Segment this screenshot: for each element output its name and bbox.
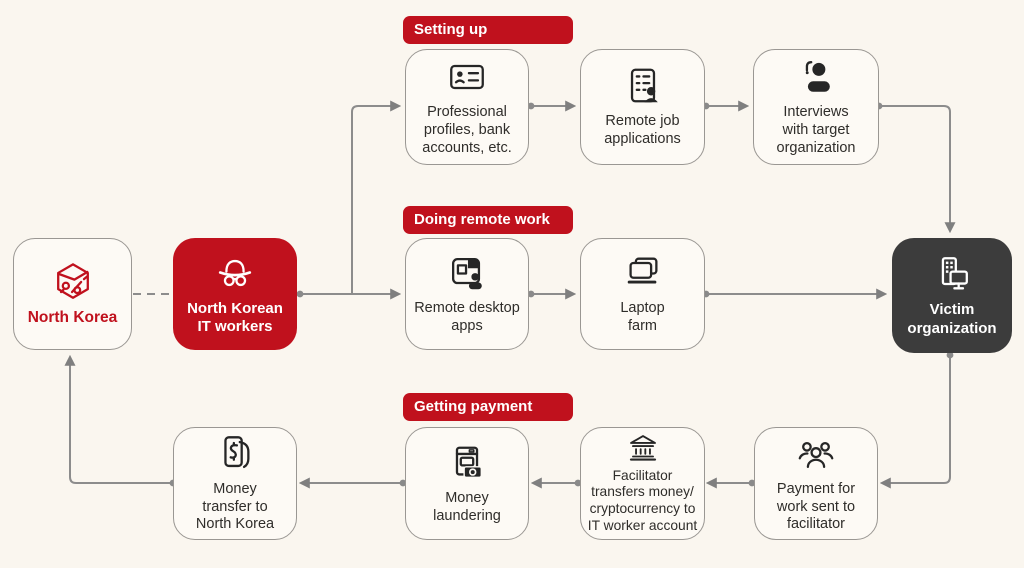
app-window-person-icon — [444, 252, 490, 294]
node-label: Laptop farm — [620, 300, 665, 334]
checklist-person-icon — [620, 65, 666, 107]
node-label: Facilitator transfers money/ cryptocurre… — [587, 467, 698, 533]
node-remote-desktop-apps: Remote desktop apps — [405, 238, 529, 350]
node-label: Money transfer to North Korea — [195, 480, 275, 533]
node-laptop-farm: Laptop farm — [580, 238, 705, 350]
stage-label-doing-remote-work: Doing remote work — [403, 206, 573, 234]
node-it-workers: North Korean IT workers — [173, 238, 297, 350]
connector-victim-to-payment — [879, 355, 951, 489]
connector-transfer-to-nk — [64, 354, 173, 484]
laptops-icon — [620, 252, 666, 294]
node-money-laundering: Money laundering — [405, 427, 529, 540]
node-label: Victim organization — [907, 301, 997, 337]
node-label: Money laundering — [433, 489, 501, 524]
stage-label-getting-payment: Getting payment — [403, 393, 573, 421]
bank-icon — [624, 431, 662, 465]
node-label: North Korean IT workers — [187, 299, 283, 335]
node-label: Remote desktop apps — [414, 300, 520, 334]
building-monitor-icon — [929, 253, 975, 295]
node-victim-organization: Victim organization — [892, 238, 1012, 353]
hexagon-globe-icon — [50, 261, 96, 303]
node-north-korea: North Korea — [13, 238, 132, 350]
connector-itworkers-to-profiles — [351, 100, 402, 294]
washing-machine-money-icon — [444, 442, 490, 484]
node-label: Remote job applications — [604, 113, 681, 147]
phone-money-hand-icon — [212, 433, 258, 475]
stage-label-setting-up: Setting up — [403, 16, 573, 44]
spy-icon — [212, 252, 258, 294]
id-card-icon — [444, 56, 490, 98]
headset-person-icon — [793, 56, 839, 98]
node-label: Professional profiles, bank accounts, et… — [422, 104, 512, 156]
node-remote-job-applications: Remote job applications — [580, 49, 705, 165]
node-professional-profiles: Professional profiles, bank accounts, et… — [405, 49, 529, 165]
node-label: North Korea — [27, 308, 118, 326]
node-money-transfer: Money transfer to North Korea — [173, 427, 297, 540]
node-label: Payment for work sent to facilitator — [776, 480, 856, 533]
connector-interviews-to-victim — [879, 105, 956, 234]
node-facilitator-transfer: Facilitator transfers money/ cryptocurre… — [580, 427, 705, 540]
people-group-icon — [793, 433, 839, 475]
node-interviews: Interviews with target organization — [753, 49, 879, 165]
node-label: Interviews with target organization — [776, 104, 856, 156]
node-payment-to-facilitator: Payment for work sent to facilitator — [754, 427, 878, 540]
